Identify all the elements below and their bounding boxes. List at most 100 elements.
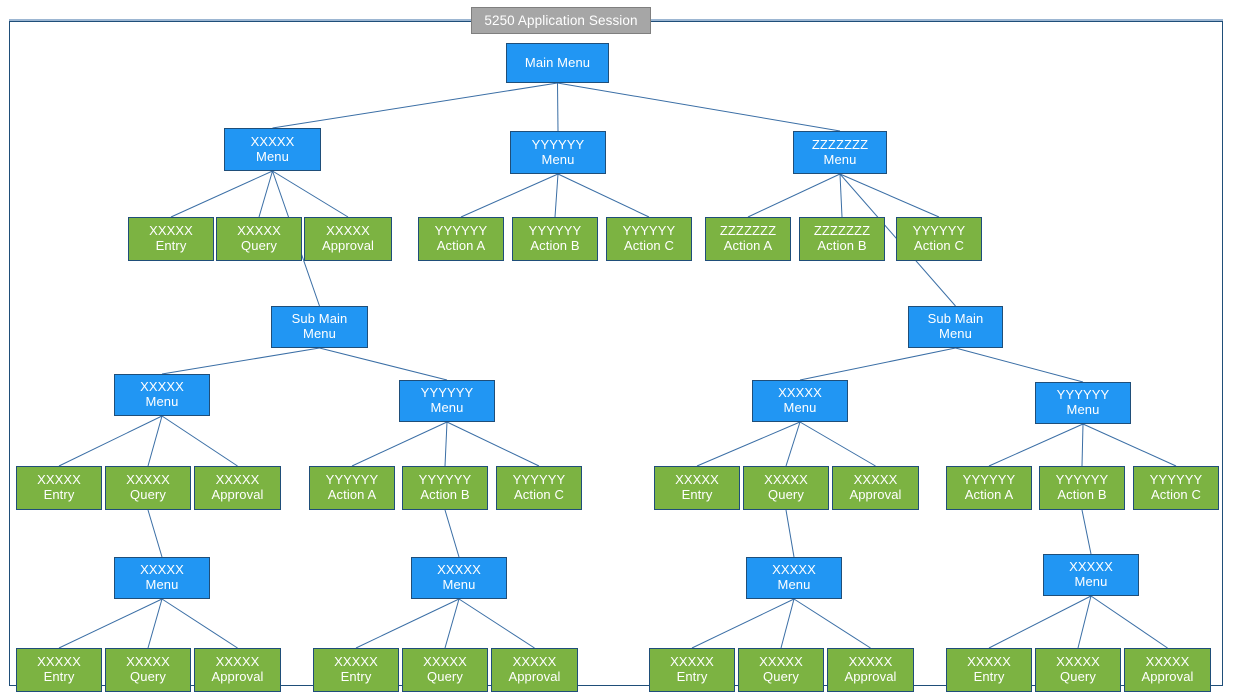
connector-g-y2-b-to-n-x5 — [444, 509, 460, 558]
connector-n-y1-to-g-y1-a — [460, 173, 559, 218]
node-label-line2: Action C — [1151, 487, 1201, 502]
node-label-line1: XXXXX — [675, 472, 719, 488]
node-label-line2: Menu — [145, 577, 179, 592]
node-label-line1: Main Menu — [524, 54, 591, 70]
connector-n-x7-to-g-x7-q — [1077, 595, 1092, 649]
node-label-line2: Action B — [420, 487, 470, 502]
node-label-line2: Menu — [823, 151, 857, 167]
connector-n-x2-to-g-x2-e — [58, 415, 163, 467]
node-label-line1: YYYYYY — [420, 385, 474, 401]
connector-n-x1-to-g-x1-q — [258, 170, 273, 218]
node-label-line2: Query — [427, 669, 463, 684]
node-label-line1: YYYYYY — [325, 472, 379, 488]
node-label-line2: Approval — [211, 669, 264, 684]
node-label-line1: XXXXX — [126, 654, 170, 670]
node-label-line1: ZZZZZZZ — [719, 223, 777, 239]
node-label-line1: ZZZZZZZ — [813, 223, 871, 239]
connector-n-x1-to-g-x1-a — [272, 170, 349, 218]
node-label-line1: XXXXX — [848, 654, 893, 670]
node-label-line2: Query — [130, 487, 166, 502]
node-label-line1: XXXXX — [512, 654, 557, 670]
node-label-line1: YYYYYY — [512, 472, 566, 488]
node-label-line1: YYYYYY — [434, 223, 488, 239]
connector-n-x7-to-g-x7-e — [988, 595, 1092, 649]
connector-n-y2-to-g-y2-c — [446, 421, 540, 467]
node-label-line1: XXXXX — [140, 379, 184, 395]
connector-n-x4-to-g-x4-e — [58, 598, 163, 649]
node-label-line1: YYYYYY — [528, 223, 582, 239]
node-label-line1: YYYYYY — [622, 223, 676, 239]
node-label-line2: Entry — [973, 669, 1005, 684]
connector-n-x6-to-g-x6-e — [691, 598, 795, 649]
node-label-line2: Query — [763, 669, 799, 684]
node-label-line1: XXXXX — [126, 472, 170, 488]
connector-n-main-to-n-z1 — [557, 82, 841, 132]
node-label-line2: Approval — [1141, 669, 1194, 684]
node-label-line1: YYYYYY — [912, 223, 966, 239]
node-label-line1: XXXXX — [1069, 559, 1113, 575]
node-label-line1: XXXXX — [670, 654, 714, 670]
node-label-line1: XXXXX — [764, 472, 808, 488]
connector-n-x6-to-g-x6-q — [780, 598, 795, 649]
node-n-main[interactable]: Main Menu — [506, 43, 609, 83]
node-label-line1: XXXXX — [149, 223, 193, 239]
node-label-line2: Query — [130, 669, 166, 684]
connector-n-x3-to-g-x3-a — [799, 421, 876, 467]
connector-n-x3-to-g-x3-e — [696, 421, 801, 467]
node-label-line2: Menu — [939, 326, 972, 341]
connector-n-x5-to-g-x5-e — [355, 598, 460, 649]
connector-g-x2-q-to-n-x4 — [147, 509, 163, 558]
node-label-line1: XXXXX — [1056, 654, 1100, 670]
node-label-line2: Query — [241, 238, 277, 253]
connector-n-z1-to-g-z1-a — [747, 173, 841, 218]
node-label-line2: Action A — [327, 487, 377, 502]
connector-n-x1-to-g-x1-e — [170, 170, 273, 218]
